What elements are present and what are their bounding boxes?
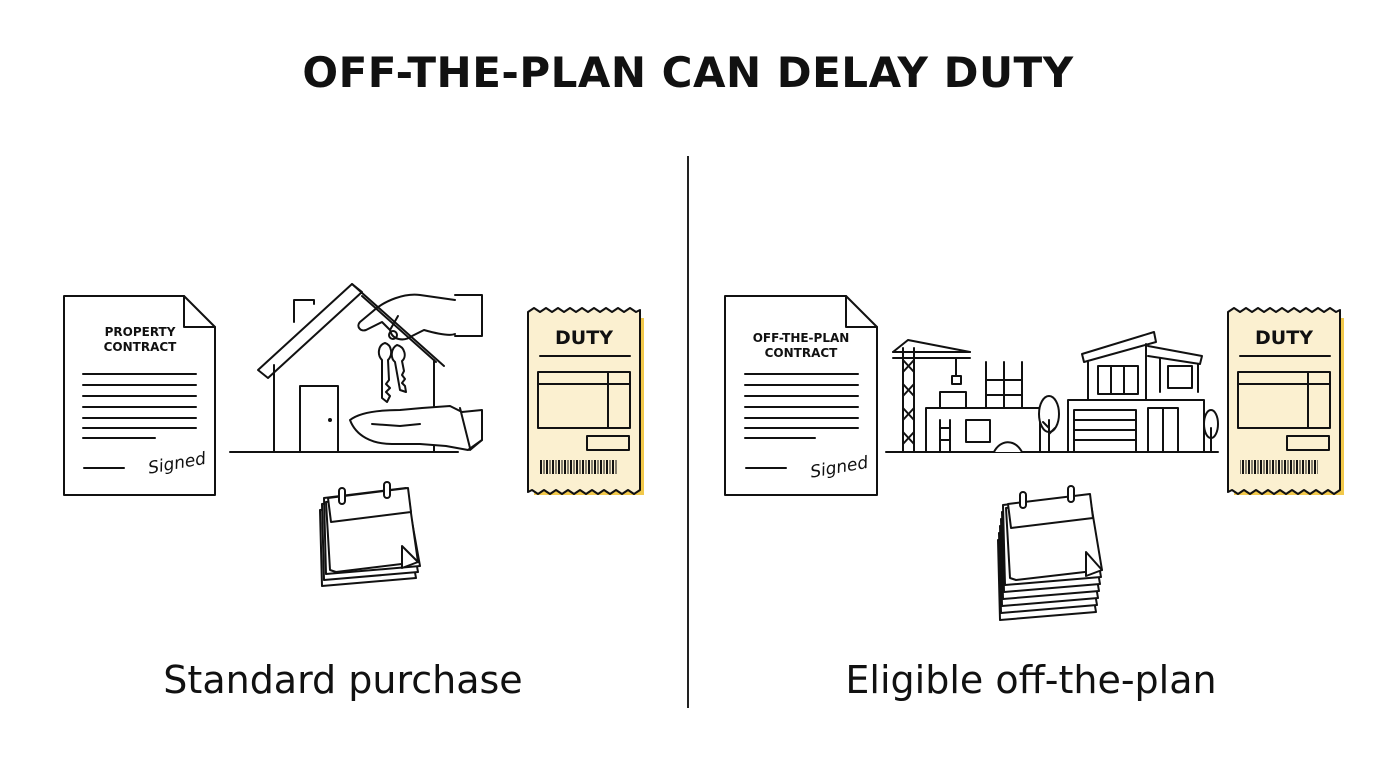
contract-title-line1: PROPERTY: [105, 325, 176, 339]
duty-receipt-right: DUTY: [1227, 307, 1344, 495]
contract-title-line2: CONTRACT: [104, 340, 178, 354]
duty-label: DUTY: [1255, 327, 1313, 349]
calendar-icon-right: [997, 485, 1103, 621]
page-title: OFF-THE-PLAN CAN DELAY DUTY: [302, 48, 1074, 97]
hand-with-keys-icon: [357, 293, 483, 403]
construction-scene-icon: [885, 331, 1219, 453]
contract-document-left: PROPERTY CONTRACT Signed: [63, 295, 216, 496]
contract-title-line1: OFF-THE-PLAN: [753, 331, 850, 345]
receiving-hand-icon: [349, 405, 483, 451]
duty-label: DUTY: [555, 327, 613, 349]
contract-title-line2: CONTRACT: [765, 346, 839, 360]
calendar-icon-left: [319, 481, 421, 587]
duty-receipt-left: DUTY: [527, 307, 644, 495]
panel-divider: [687, 156, 689, 708]
caption-standard-purchase: Standard purchase: [163, 658, 523, 702]
caption-off-the-plan: Eligible off-the-plan: [845, 658, 1217, 702]
contract-document-right: OFF-THE-PLAN CONTRACT Signed: [724, 295, 878, 496]
